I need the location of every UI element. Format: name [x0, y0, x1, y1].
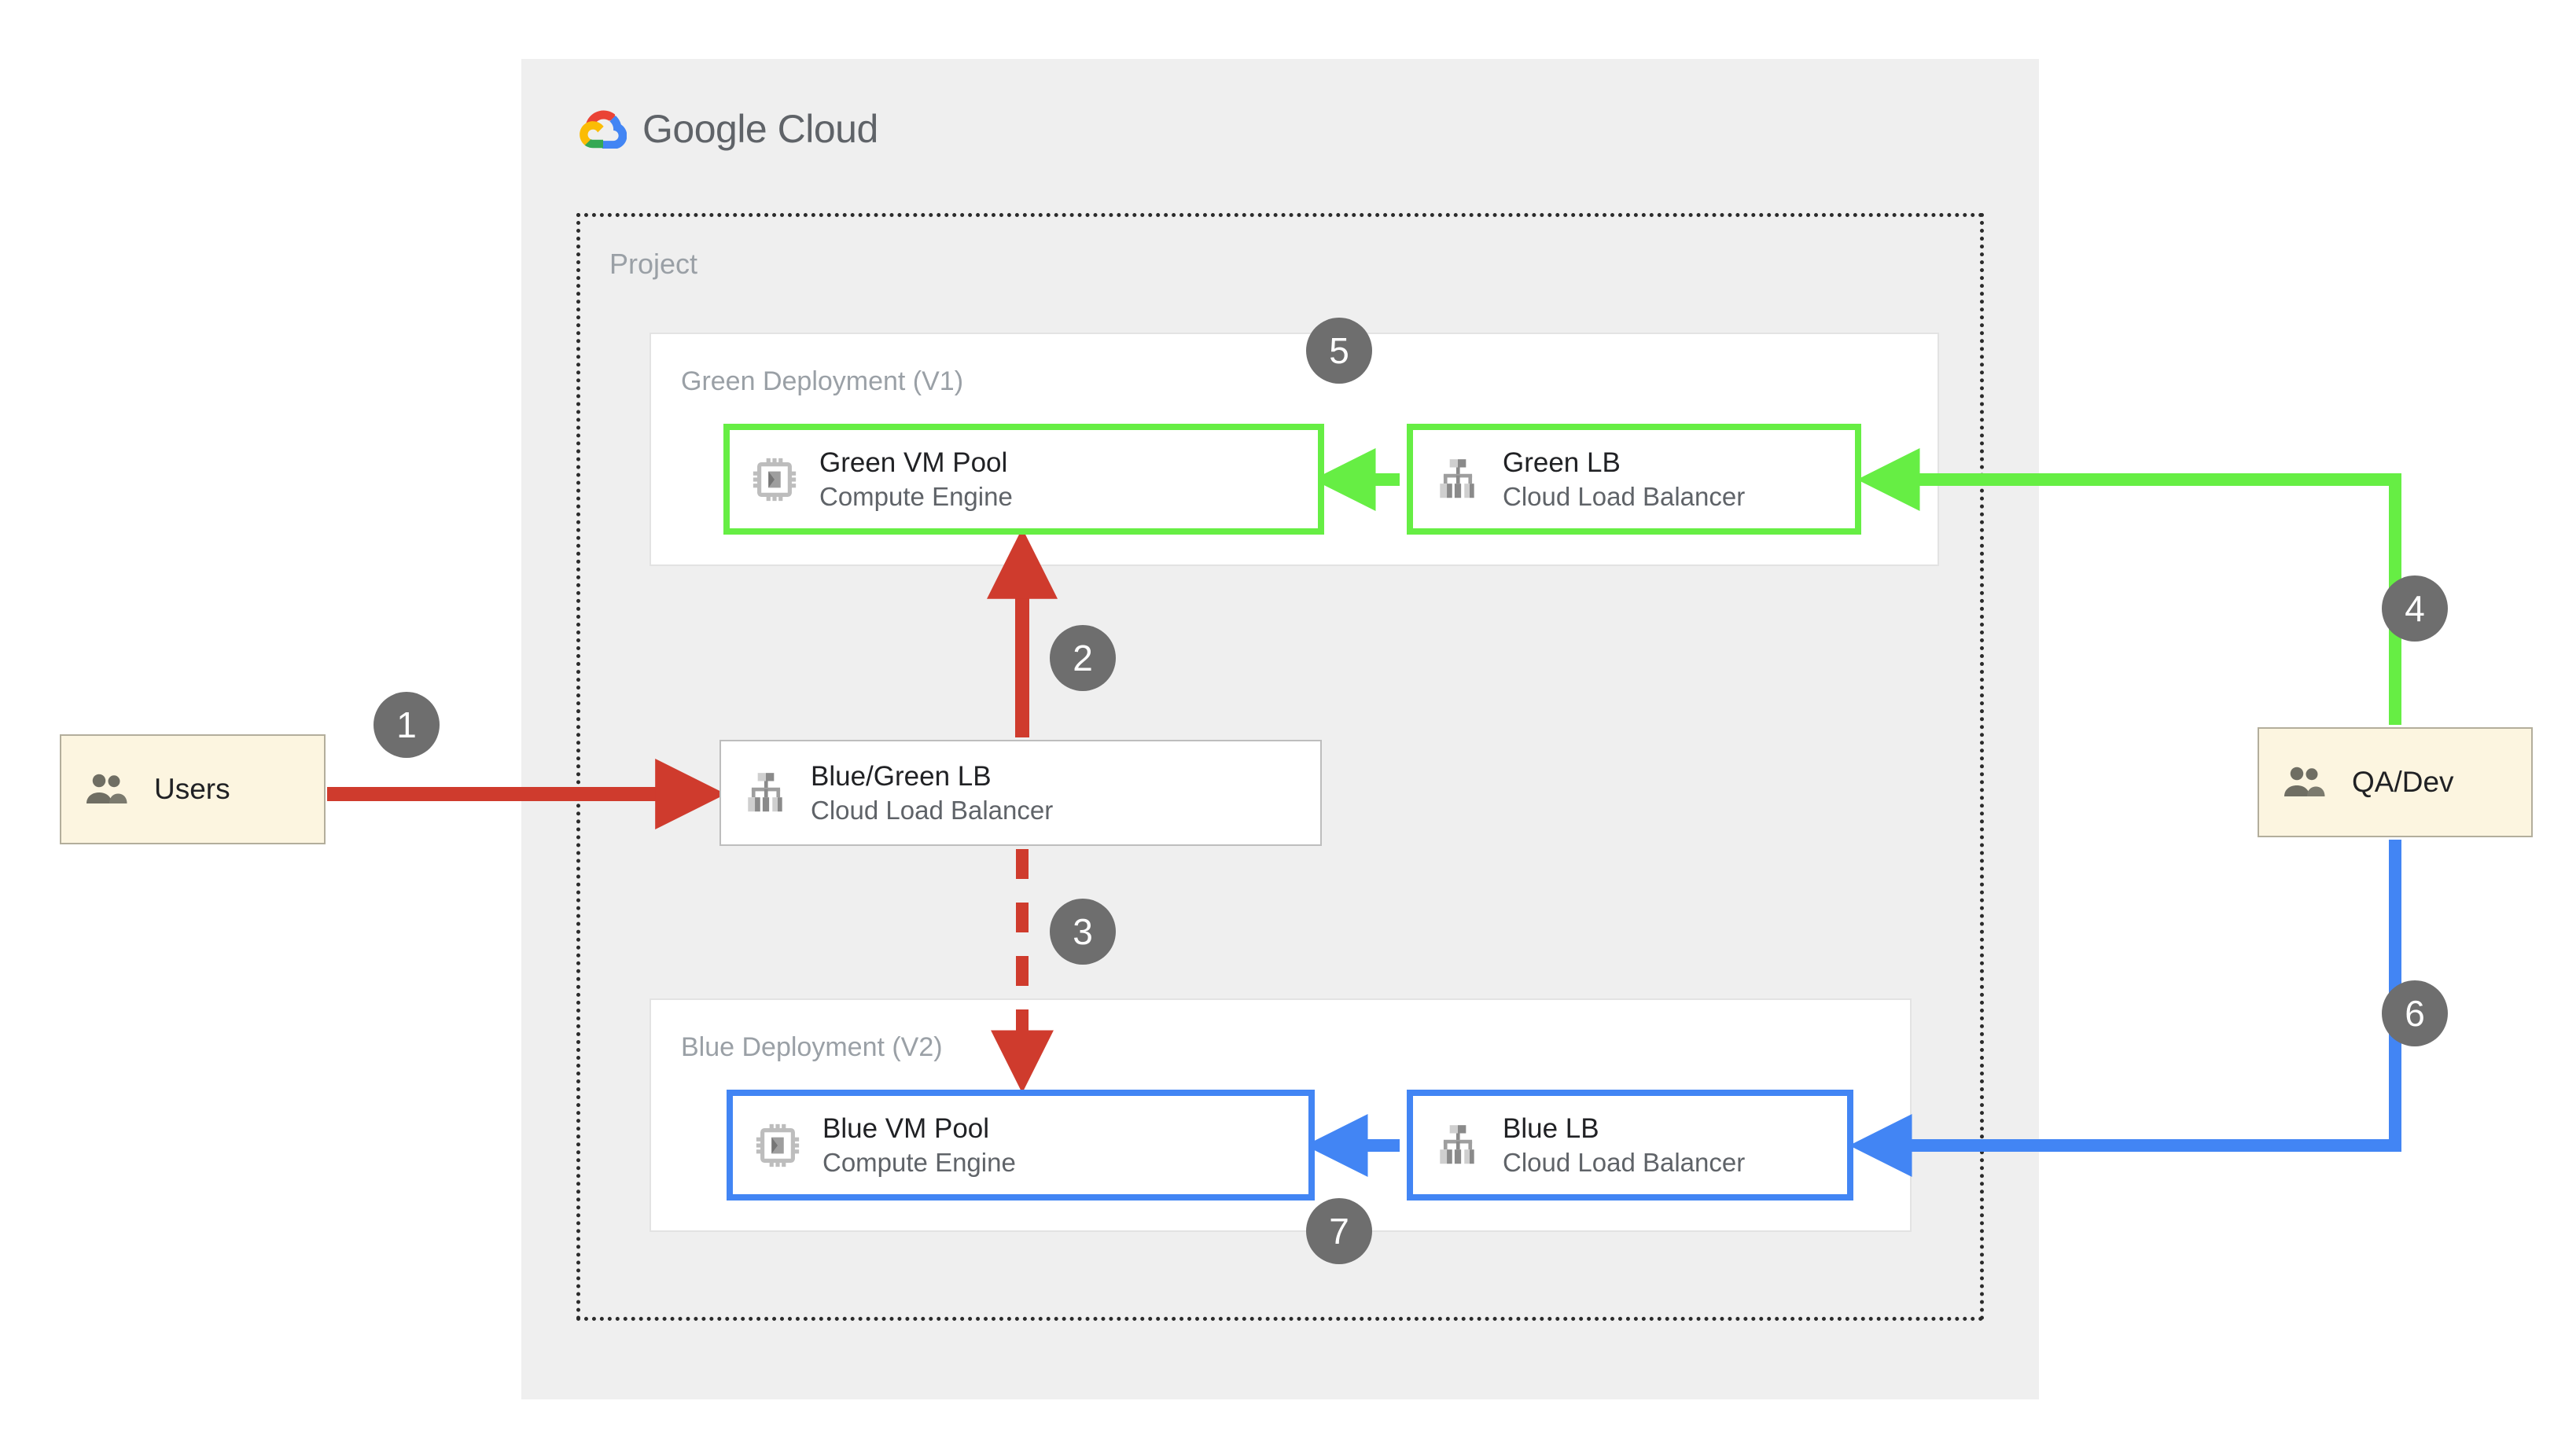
node-text: Blue VM Pool Compute Engine: [822, 1112, 1016, 1178]
actor-label: Users: [154, 773, 230, 805]
step-badge-3: 3: [1050, 899, 1116, 965]
load-balancer-icon: [742, 769, 790, 818]
actor-qa-dev[interactable]: QA/Dev: [2258, 727, 2533, 837]
node-green-vm-pool[interactable]: Green VM Pool Compute Engine: [723, 424, 1324, 535]
people-icon: [83, 771, 131, 807]
node-green-lb[interactable]: Green LB Cloud Load Balancer: [1407, 424, 1861, 535]
step-badge-5: 5: [1306, 318, 1372, 384]
load-balancer-icon: [1433, 1121, 1482, 1170]
node-text: Blue LB Cloud Load Balancer: [1503, 1112, 1745, 1178]
node-subtitle: Compute Engine: [819, 481, 1013, 511]
node-subtitle: Cloud Load Balancer: [811, 795, 1054, 825]
node-subtitle: Cloud Load Balancer: [1503, 481, 1746, 511]
node-subtitle: Compute Engine: [822, 1147, 1016, 1177]
google-cloud-wordmark: Google Cloud: [642, 106, 878, 152]
cpu-chip-icon: [753, 1121, 802, 1170]
node-text: Green LB Cloud Load Balancer: [1503, 446, 1745, 513]
step-badge-6: 6: [2382, 980, 2448, 1046]
node-title: Green LB: [1503, 447, 1621, 478]
people-icon: [2281, 764, 2328, 800]
node-title: Blue VM Pool: [822, 1113, 990, 1144]
node-blue-vm-pool[interactable]: Blue VM Pool Compute Engine: [727, 1090, 1315, 1201]
blue-deployment-label: Blue Deployment (V2): [681, 1032, 943, 1062]
node-title: Blue LB: [1503, 1113, 1599, 1144]
step-badge-2: 2: [1050, 625, 1116, 691]
step-badge-1: 1: [374, 692, 440, 758]
load-balancer-icon: [1433, 455, 1482, 504]
node-title: Blue/Green LB: [811, 761, 992, 792]
step-badge-4: 4: [2382, 575, 2448, 642]
actor-users[interactable]: Users: [60, 734, 326, 844]
step-badge-7: 7: [1306, 1198, 1372, 1264]
wordmark-google: Google: [642, 107, 767, 151]
node-text: Blue/Green LB Cloud Load Balancer: [811, 759, 1053, 826]
node-subtitle: Cloud Load Balancer: [1503, 1147, 1746, 1177]
wordmark-cloud: Cloud: [777, 107, 879, 151]
google-cloud-logo-icon: [578, 109, 627, 149]
actor-label: QA/Dev: [2352, 766, 2454, 798]
node-blue-green-lb[interactable]: Blue/Green LB Cloud Load Balancer: [719, 740, 1322, 846]
cpu-chip-icon: [750, 455, 799, 504]
project-boundary: [576, 213, 1984, 1321]
node-blue-lb[interactable]: Blue LB Cloud Load Balancer: [1407, 1090, 1853, 1201]
project-label: Project: [609, 248, 698, 280]
node-title: Green VM Pool: [819, 447, 1008, 478]
node-text: Green VM Pool Compute Engine: [819, 446, 1013, 513]
google-cloud-branding: Google Cloud: [578, 106, 878, 152]
green-deployment-label: Green Deployment (V1): [681, 366, 964, 396]
